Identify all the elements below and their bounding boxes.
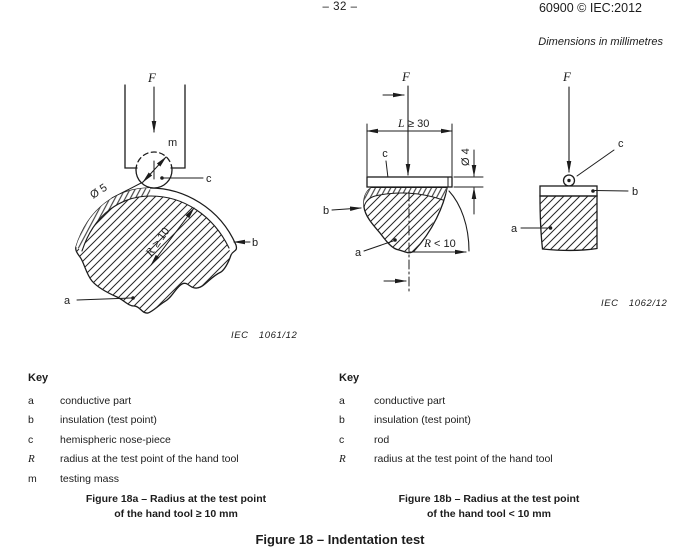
ref-dot-a-18a xyxy=(131,296,135,300)
rod xyxy=(366,176,453,188)
label-a-18b-mid: a xyxy=(355,247,362,259)
radius-arc-18b xyxy=(448,190,470,252)
key-symbol: c xyxy=(28,433,34,446)
figure-18b-right-drawing: F c b a IEC 1062/12 xyxy=(511,69,668,309)
length-label-sym: L xyxy=(397,118,404,130)
key-row: b insulation (test point) xyxy=(28,411,338,430)
svg-text:Ø 4: Ø 4 xyxy=(460,148,472,166)
caption-line-1: Figure 18b – Radius at the test point xyxy=(398,493,580,505)
document-reference: 60900 © IEC:2012 xyxy=(538,1,642,15)
key-symbol: b xyxy=(28,414,34,427)
leader-c-18b-right xyxy=(576,149,615,177)
key-desc: radius at the test point of the hand too… xyxy=(374,453,553,466)
diameter-label-18a: Ø 5 xyxy=(88,182,109,202)
radius-arrow-18a xyxy=(150,207,195,266)
key-title: Key xyxy=(339,372,360,384)
d4-ext-lines xyxy=(453,176,484,188)
key-desc: conductive part xyxy=(374,395,446,407)
key-desc: radius at the test point of the hand too… xyxy=(60,453,239,466)
key-symbol: m xyxy=(28,472,37,485)
conductive-hatch-18b xyxy=(364,192,443,253)
key-row: a conductive part xyxy=(28,392,338,411)
iec-ref-18a: IEC 1061/12 xyxy=(231,330,298,341)
key-symbol: c xyxy=(339,433,345,446)
label-b-18a: b xyxy=(252,237,258,249)
d4-label: Ø 4 xyxy=(460,148,472,166)
ref-dot-a-18b-mid xyxy=(393,238,397,242)
force-label-18b-right: F xyxy=(562,69,572,84)
caption-line-2: of the hand tool ≥ 10 mm xyxy=(114,508,238,520)
label-c-18a: c xyxy=(206,173,212,185)
dimensions-note: Dimensions in millimetres xyxy=(538,36,663,48)
mass-label-18a: m xyxy=(168,137,177,149)
label-b-18b-right: b xyxy=(632,186,638,198)
ref-dot-b-18b-right xyxy=(591,189,595,193)
figure-18a-drawing: F m Ø 5 c R ≥ 10 a xyxy=(64,70,298,341)
leader-a-18a xyxy=(76,297,132,301)
key-figure-18a: Key a conductive part b insulation (test p… xyxy=(28,371,338,489)
mass-holder xyxy=(124,84,186,169)
key-symbol: a xyxy=(339,395,345,407)
rod-end-dot xyxy=(567,178,571,183)
caption-line-1: Figure 18a – Radius at the test point xyxy=(85,493,267,505)
label-a-18b-right: a xyxy=(511,223,518,235)
key-desc: testing mass xyxy=(60,472,119,485)
key-desc: insulation (test point) xyxy=(60,414,157,427)
key-row: c rod xyxy=(339,431,649,450)
caption-line-2: of the hand tool < 10 mm xyxy=(427,508,551,520)
key-row: a conductive part xyxy=(339,392,649,411)
insulation-band-ticks-18b xyxy=(363,188,447,207)
label-a-18a: a xyxy=(64,295,71,307)
caption-figure-18: Figure 18 – Indentation test xyxy=(255,532,425,547)
svg-text:Ø 5: Ø 5 xyxy=(88,182,109,202)
key-symbol: a xyxy=(28,395,34,407)
key-row: m testing mass xyxy=(28,470,338,489)
label-b-18b-mid: b xyxy=(323,205,329,217)
iec-ref-18b: IEC 1062/12 xyxy=(601,298,668,309)
leader-b-18b-right xyxy=(594,190,629,192)
ref-dot-c-18a xyxy=(160,176,164,180)
key-desc: hemispheric nose-piece xyxy=(60,433,171,446)
key-desc: insulation (test point) xyxy=(374,414,471,427)
leader-a-18b-mid xyxy=(363,240,394,252)
key-symbol: b xyxy=(339,414,345,427)
conductive-block xyxy=(539,195,598,252)
label-c-18b-mid: c xyxy=(382,148,388,160)
leader-c-18b-mid xyxy=(385,160,389,179)
length-label-val: ≥ 30 xyxy=(408,118,429,130)
label-c-18b-right: c xyxy=(618,138,624,150)
testing-mass-ball-top xyxy=(135,151,173,171)
key-title: Key xyxy=(28,372,49,384)
key-symbol: R xyxy=(28,453,35,466)
length-ext-lines xyxy=(366,123,453,177)
page-number: – 32 – xyxy=(322,1,358,13)
radius-label-val-18b: < 10 xyxy=(434,238,456,250)
key-symbol: R xyxy=(339,453,346,466)
insulation-inner-arc-18a xyxy=(81,195,230,252)
key-desc: rod xyxy=(374,433,390,446)
leader-b-18b-mid xyxy=(331,206,362,212)
key-row: b insulation (test point) xyxy=(339,411,649,430)
force-label-18b-mid: F xyxy=(401,69,411,84)
caption-figure-18a: Figure 18a – Radius at the test point of… xyxy=(38,492,314,522)
insulation-inner-edge-18b xyxy=(363,192,444,208)
caption-figure-18b: Figure 18b – Radius at the test point of… xyxy=(351,492,627,522)
radius-label-sym-18b: R xyxy=(423,238,431,250)
key-row: c hemispheric nose-piece xyxy=(28,431,338,450)
force-label-18a: F xyxy=(147,70,157,85)
ref-dot-a-18b-right xyxy=(548,226,553,230)
figure-18b-mid-drawing: F L ≥ 30 c Ø 4 R < 10 xyxy=(323,69,484,293)
insulation-strip xyxy=(539,185,598,197)
key-figure-18b: Key a conductive part b insulation (test p… xyxy=(339,371,649,470)
diameter-arrow-18a xyxy=(142,156,167,183)
key-desc: conductive part xyxy=(60,395,132,407)
insulation-crescent-ticks xyxy=(76,188,151,251)
